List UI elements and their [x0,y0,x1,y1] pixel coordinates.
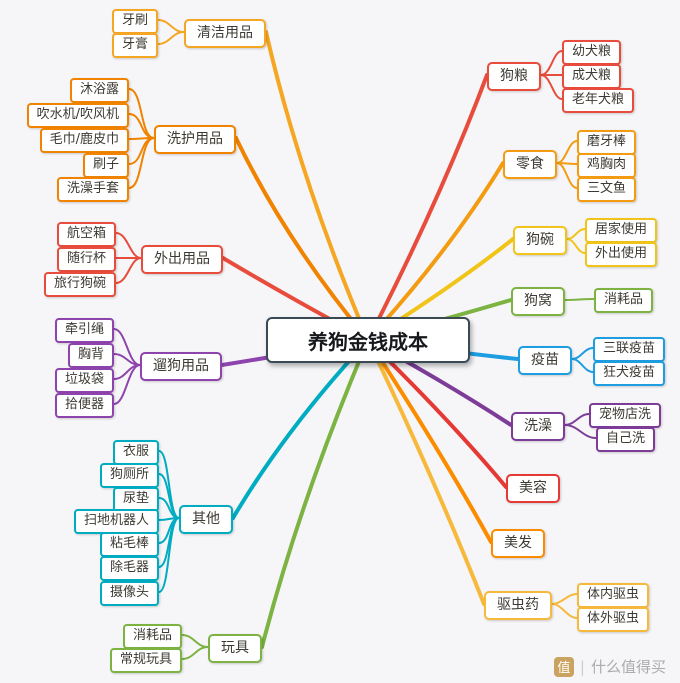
child-internal-dewormer[interactable]: 体内驱虫 [577,583,650,608]
child-towel[interactable]: 毛巾/鹿皮巾 [39,128,129,153]
child-toothpaste[interactable]: 牙膏 [111,33,158,58]
edges-cleaning-supplies [157,19,370,342]
branch-others[interactable]: 其他 [179,505,233,534]
child-shower-gel[interactable]: 沐浴露 [69,78,129,103]
branch-cleaning-supplies[interactable]: 清洁用品 [184,19,266,48]
child-chicken-breast[interactable]: 鸡胸肉 [577,153,637,178]
central-topic[interactable]: 养狗金钱成本 [266,317,470,363]
watermark-separator: | [579,657,585,676]
child-blow-dryer[interactable]: 吹水机/吹风机 [26,103,129,128]
child-dog-toilet[interactable]: 狗厕所 [99,463,159,488]
branch-dog-bed[interactable]: 狗窝 [511,287,565,316]
child-home-use[interactable]: 居家使用 [585,218,658,243]
child-external-dewormer[interactable]: 体外驱虫 [577,607,650,632]
edges-hair-styling [366,338,493,544]
child-rabies-vaccine[interactable]: 狂犬疫苗 [593,361,666,386]
child-leash[interactable]: 牵引绳 [54,318,114,343]
child-harness[interactable]: 胸背 [67,343,114,368]
child-air-crate[interactable]: 航空箱 [56,222,116,247]
smzdm-watermark: 值 | 什么值得买 [553,656,666,677]
child-pet-store-wash[interactable]: 宠物店洗 [589,403,662,428]
child-clothes[interactable]: 衣服 [112,440,159,465]
child-puppy-food[interactable]: 幼犬粮 [562,40,622,65]
branch-snacks[interactable]: 零食 [503,150,557,179]
branch-grooming-supplies[interactable]: 洗护用品 [154,125,236,154]
branch-outing-supplies[interactable]: 外出用品 [141,245,223,274]
child-pooper-scooper[interactable]: 拾便器 [54,393,114,418]
child-travel-bowl[interactable]: 旅行狗碗 [43,272,116,297]
child-outdoor-use[interactable]: 外出使用 [585,242,658,267]
edges-dog-food [366,50,563,342]
child-brush[interactable]: 刷子 [82,153,129,178]
child-bed-consumables[interactable]: 消耗品 [594,288,654,313]
child-chew-sticks[interactable]: 磨牙棒 [577,130,637,155]
edges-grooming-supplies [128,88,370,342]
child-adult-food[interactable]: 成犬粮 [562,64,622,89]
child-senior-food[interactable]: 老年犬粮 [562,88,635,113]
child-lint-roller[interactable]: 粘毛棒 [99,532,159,557]
child-waste-bags[interactable]: 垃圾袋 [54,368,114,393]
branch-dog-bowls[interactable]: 狗碗 [513,226,567,255]
branch-toys[interactable]: 玩具 [208,634,262,663]
child-toy-consumables[interactable]: 消耗品 [122,624,182,649]
branch-bathing[interactable]: 洗澡 [511,412,565,441]
watermark-text: 什么值得买 [590,658,666,676]
child-salmon[interactable]: 三文鱼 [577,177,637,202]
child-self-wash[interactable]: 自己洗 [596,427,656,452]
child-robot-vacuum[interactable]: 扫地机器人 [73,509,159,534]
branch-vaccines[interactable]: 疫苗 [518,346,572,375]
child-travel-cup[interactable]: 随行杯 [56,247,116,272]
edges-toys [181,338,370,660]
edges-dewormer [366,338,578,619]
branch-hair-styling[interactable]: 美发 [491,529,545,558]
child-camera[interactable]: 摄像头 [99,581,159,606]
branch-walking-supplies[interactable]: 遛狗用品 [140,352,222,381]
branch-dewormer[interactable]: 驱虫药 [484,591,552,620]
child-toothbrush[interactable]: 牙刷 [111,9,158,34]
branch-dog-food[interactable]: 狗粮 [487,62,541,91]
child-bath-gloves[interactable]: 洗澡手套 [56,177,129,202]
branch-grooming[interactable]: 美容 [506,474,560,503]
child-regular-toys[interactable]: 常规玩具 [109,648,182,673]
smzdm-logo-icon: 值 [553,656,574,677]
child-combo-vaccine[interactable]: 三联疫苗 [593,337,666,362]
child-fur-remover[interactable]: 除毛器 [99,556,159,581]
